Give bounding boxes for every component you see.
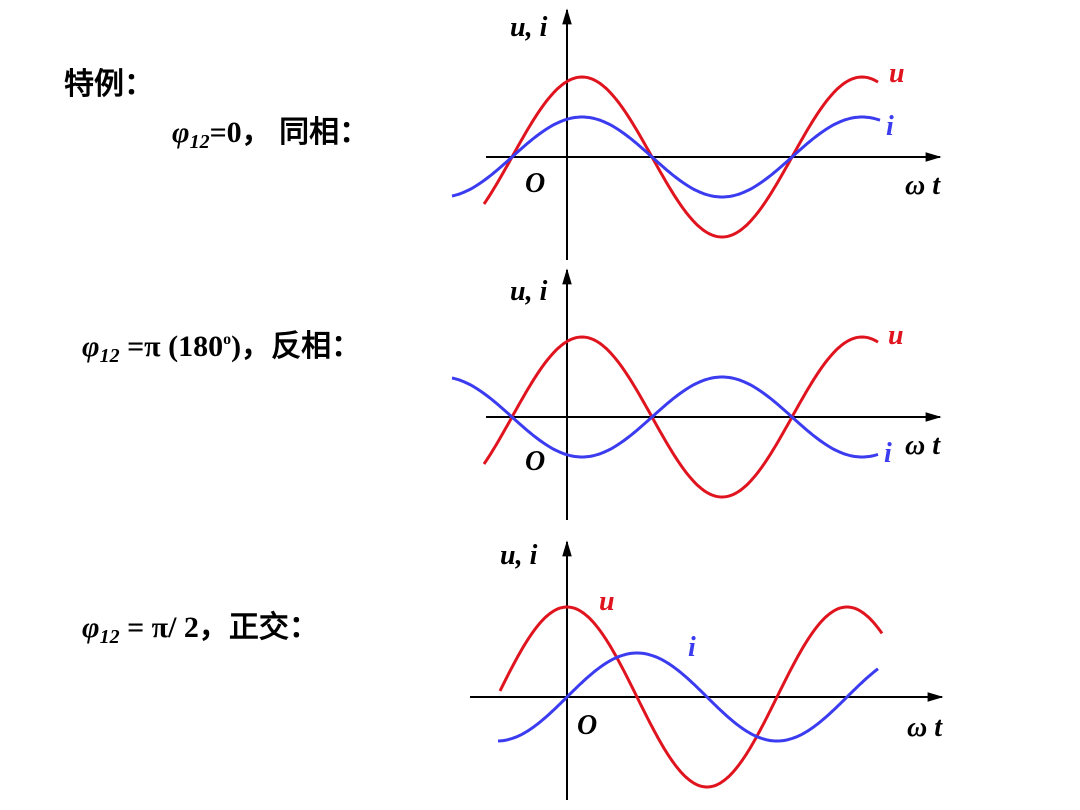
y-axis-label-1: u, i xyxy=(510,12,548,43)
diagram-quadrature xyxy=(470,540,944,800)
current-label-3: i xyxy=(688,632,696,663)
case-quadrature-label: φ12 = π/ 2，正交： xyxy=(82,611,319,648)
voltage-curve-1 xyxy=(482,75,879,239)
y-axis-label-2: u, i xyxy=(510,276,548,307)
current-curve-1 xyxy=(451,115,881,199)
voltage-curve-3 xyxy=(498,605,884,789)
origin-label-3: O xyxy=(577,710,598,741)
diagram-anti-phase xyxy=(451,268,942,520)
current-curve-3 xyxy=(497,651,879,743)
current-curve-2 xyxy=(451,375,879,459)
x-axis-label-3: ω t xyxy=(907,712,943,743)
x-axis-label-1: ω t xyxy=(905,170,941,201)
diagram-in-phase xyxy=(451,8,942,260)
heading-special-cases: 特例： xyxy=(64,68,154,101)
origin-label-2: O xyxy=(525,446,546,477)
voltage-label-3: u xyxy=(599,586,615,617)
voltage-curve-2 xyxy=(482,335,879,499)
origin-label-1: O xyxy=(525,168,546,199)
case-anti-phase-label: φ12 =π (180o)，反相： xyxy=(82,330,362,367)
x-axis-label-2: ω t xyxy=(905,430,941,461)
current-label-1: i xyxy=(886,111,894,142)
y-axis-label-3: u, i xyxy=(500,540,538,571)
voltage-label-2: u xyxy=(888,320,904,351)
case-in-phase-label: φ12=0， 同相： xyxy=(172,116,370,153)
voltage-label-1: u xyxy=(889,58,905,89)
current-label-2: i xyxy=(884,438,892,469)
